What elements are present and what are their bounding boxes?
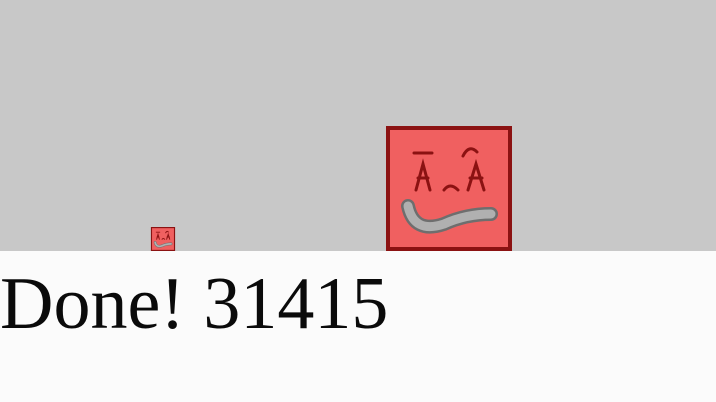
large-player-sprite (386, 126, 512, 251)
small-player-sprite (150, 227, 176, 251)
status-message: Done! 31415 (0, 263, 389, 345)
red-face-icon (386, 126, 512, 251)
game-area (0, 0, 716, 251)
red-face-icon (150, 227, 176, 251)
